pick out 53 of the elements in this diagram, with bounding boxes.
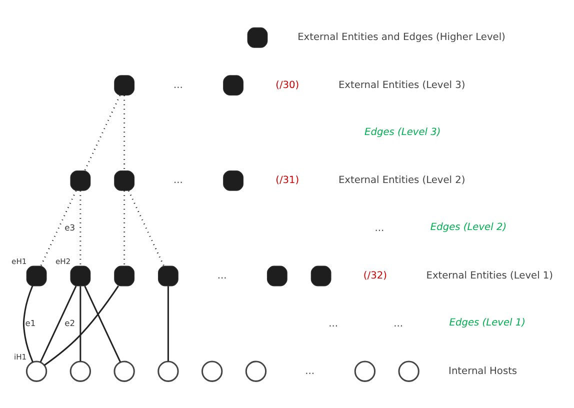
label: External Entities (Level 3) <box>338 79 466 90</box>
label: ... <box>328 318 338 329</box>
edge-label: e3 <box>64 222 76 232</box>
connector <box>128 190 165 266</box>
label: (/32) <box>363 270 387 282</box>
node-box <box>114 74 135 96</box>
node-label: eH2 <box>55 256 71 266</box>
label: ... <box>394 318 404 329</box>
connector <box>80 286 82 361</box>
node-box <box>223 170 244 190</box>
connector <box>167 286 169 361</box>
label: ... <box>173 79 183 90</box>
node-box <box>158 265 178 286</box>
node-circle <box>202 360 223 382</box>
connector <box>84 285 122 362</box>
label: External Entities (Level 1) <box>426 270 554 282</box>
connector <box>22 285 34 362</box>
label: (/30) <box>276 79 300 90</box>
node-box <box>223 74 244 96</box>
label: ... <box>173 174 183 186</box>
label: Edges (Level 1) <box>449 316 526 328</box>
node-label: eH1 <box>12 256 27 266</box>
connector <box>40 190 77 266</box>
edge-label: e1 <box>25 317 36 328</box>
node-box <box>247 26 268 48</box>
node-box <box>114 265 135 286</box>
edge-label: e2 <box>64 317 76 328</box>
label: Edges (Level 3) <box>364 126 441 138</box>
label: (/31) <box>276 174 300 186</box>
node-circle <box>70 360 92 382</box>
node-box <box>70 170 91 190</box>
label: External Entities and Edges (Higher Level) <box>298 32 506 43</box>
node-circle <box>354 360 376 382</box>
node-circle <box>158 360 179 382</box>
connector <box>84 94 121 170</box>
label: External Entities (Level 2) <box>338 174 466 186</box>
node-box <box>26 265 47 286</box>
node-box <box>114 170 135 190</box>
connector <box>40 285 77 362</box>
node-label: iH1 <box>14 352 27 361</box>
label: ... <box>374 222 384 234</box>
label: Edges (Level 2) <box>430 222 507 233</box>
node-box <box>266 265 288 286</box>
node-box <box>70 265 91 286</box>
node-circle <box>245 360 267 382</box>
connector <box>44 285 119 366</box>
node-circle <box>26 360 48 382</box>
label: ... <box>305 365 315 376</box>
node-box <box>310 265 332 286</box>
node-circle <box>114 360 135 382</box>
label: Internal Hosts <box>448 365 518 376</box>
node-circle <box>398 360 420 382</box>
label: ... <box>217 270 227 282</box>
